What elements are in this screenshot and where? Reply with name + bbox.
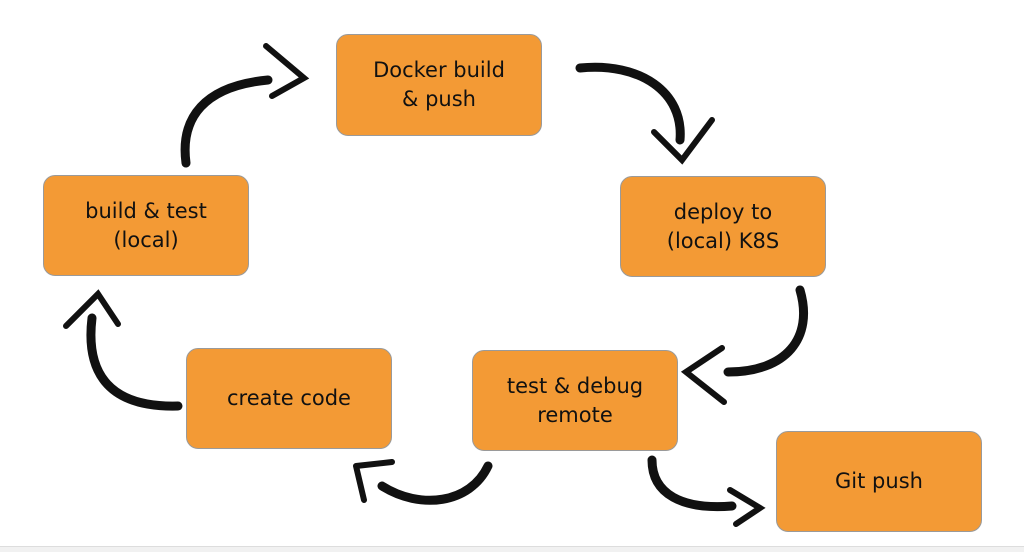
node-git-push-line1: Git push [835,469,923,493]
arrow-build-test-to-docker-build [180,43,310,168]
node-deploy-line1: deploy to [673,199,773,224]
node-build-test: build & test (local) [43,175,249,276]
node-create-code: create code [186,348,392,449]
arrow-create-code-to-build-test [63,289,183,411]
arrow-test-debug-to-git-push [647,455,766,527]
node-create-code-line1: create code [227,386,351,410]
node-deploy: deploy to (local) K8S [620,176,826,277]
node-test-debug: test & debug remote [472,350,678,451]
node-git-push: Git push [776,431,982,532]
node-docker-build: Docker build & push [336,34,542,136]
node-docker-build-line1: Docker build [373,58,505,82]
arrow-test-debug-to-create-code [353,459,493,505]
bottom-divider [0,546,1024,552]
node-docker-build-line2: & push [402,87,476,111]
arrow-docker-build-to-deploy [575,62,715,165]
arrow-deploy-to-test-debug [680,285,809,405]
node-deploy-line2: (local) K8S [666,228,780,253]
node-test-debug-line2: remote [537,402,613,427]
node-test-debug-line1: test & debug [506,373,644,398]
node-build-test-line1: build & test [85,198,207,223]
node-build-test-line2: (local) [113,227,179,252]
